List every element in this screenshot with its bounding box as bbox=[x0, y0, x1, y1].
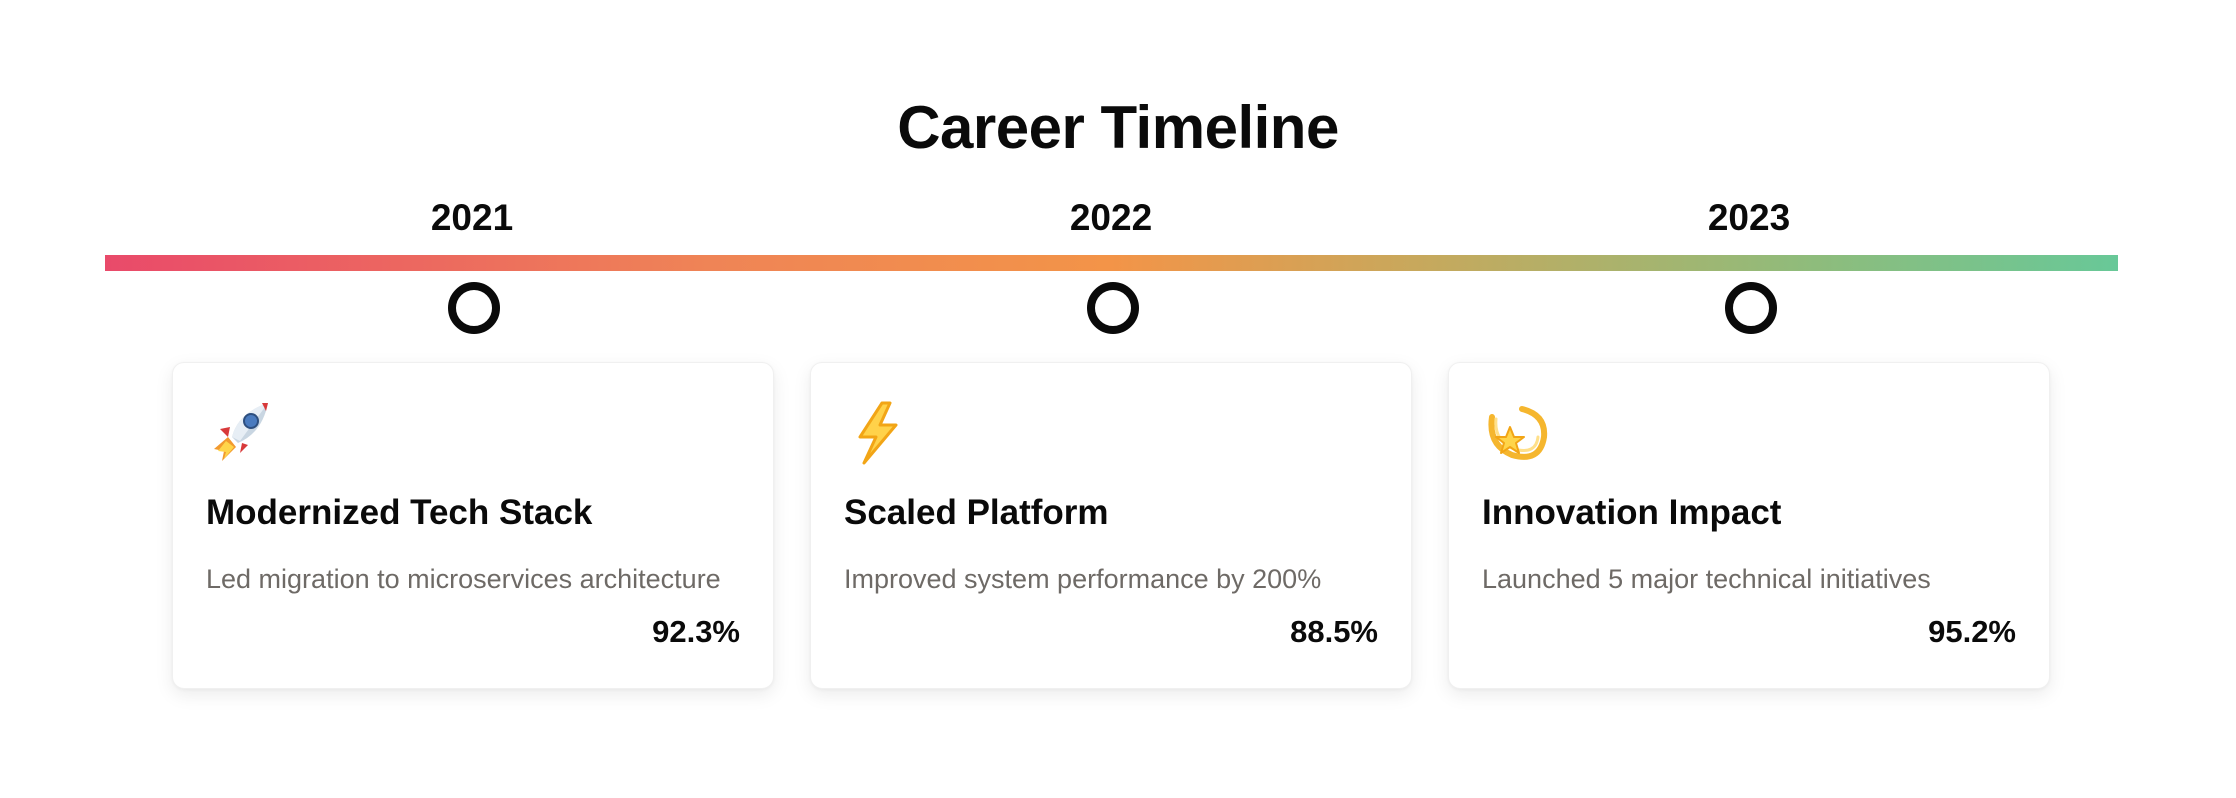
card-description: Improved system performance by 200% bbox=[844, 564, 1322, 594]
card-metric: 92.3% bbox=[652, 614, 740, 649]
dizzy-star-icon bbox=[1482, 397, 1552, 467]
page-title: Career Timeline bbox=[897, 94, 1339, 162]
card-title: Innovation Impact bbox=[1482, 493, 1782, 532]
timeline-year-2022: 2022 bbox=[1069, 197, 1153, 238]
card-description: Launched 5 major technical initiatives bbox=[1482, 564, 1931, 594]
timeline-bar bbox=[105, 255, 2118, 271]
card-title: Scaled Platform bbox=[844, 493, 1109, 532]
card-metric: 95.2% bbox=[1928, 614, 2016, 649]
timeline-year-2021: 2021 bbox=[430, 197, 514, 238]
timeline-card-2022: Scaled Platform Improved system performa… bbox=[810, 362, 1412, 689]
timeline-year-2023: 2023 bbox=[1707, 197, 1791, 238]
rocket-icon bbox=[206, 397, 276, 467]
timeline-card-2021: Modernized Tech Stack Led migration to m… bbox=[172, 362, 774, 689]
timeline-marker-2022 bbox=[1087, 282, 1139, 334]
card-metric: 88.5% bbox=[1290, 614, 1378, 649]
timeline-card-2023: Innovation Impact Launched 5 major techn… bbox=[1448, 362, 2050, 689]
card-title: Modernized Tech Stack bbox=[206, 493, 593, 532]
lightning-icon bbox=[844, 397, 914, 467]
timeline-marker-2021 bbox=[448, 282, 500, 334]
card-description: Led migration to microservices architect… bbox=[206, 564, 721, 594]
timeline-marker-2023 bbox=[1725, 282, 1777, 334]
